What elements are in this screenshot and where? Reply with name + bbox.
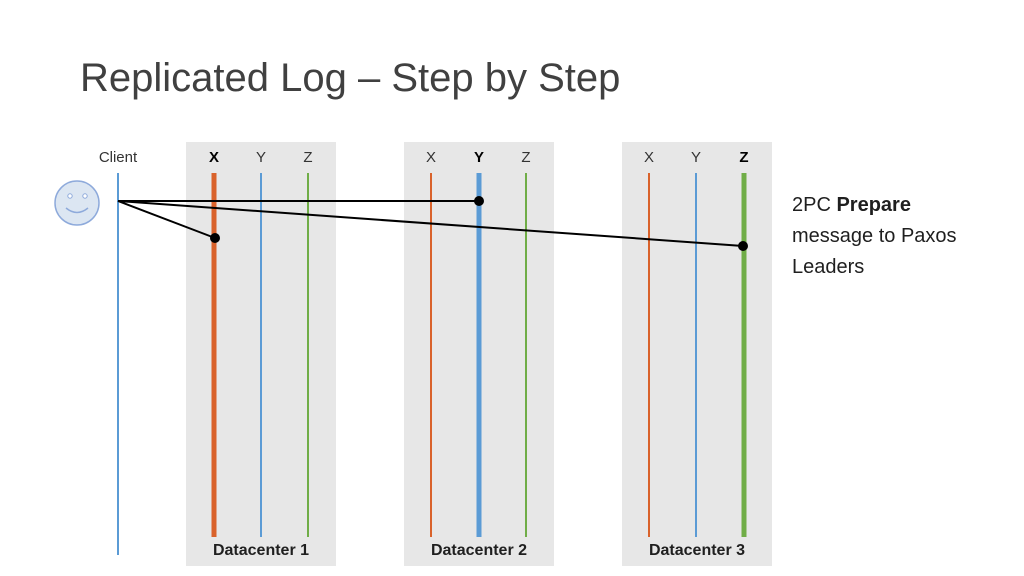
datacenter-2-label: Datacenter 2: [430, 542, 528, 559]
note-prefix: 2PC: [792, 194, 837, 216]
dc1-column-z-label: Z: [303, 149, 313, 166]
dc3-column-z-label: Z: [739, 149, 749, 166]
client-label: Client: [98, 149, 138, 166]
dc3-column-y-label: Y: [690, 149, 701, 166]
message-to-dc3-z: [117, 200, 744, 247]
note-bold-word: Prepare: [836, 194, 911, 216]
note-rest: message to Paxos Leaders: [792, 225, 957, 278]
datacenter-3-label: Datacenter 3: [648, 542, 746, 559]
smiley-face-icon: [54, 180, 100, 226]
dc1-column-y-label: Y: [255, 149, 266, 166]
prepare-note: 2PC Prepare message to Paxos Leaders: [792, 190, 1012, 283]
dc1-column-x-label: X: [208, 149, 219, 166]
dc2-column-x-label: X: [425, 149, 436, 166]
message-to-dc1-x: [117, 200, 216, 239]
datacenter-1-label: Datacenter 1: [212, 542, 310, 559]
dc2-y-receive-dot: [474, 196, 484, 206]
dc2-column-z-label: Z: [521, 149, 531, 166]
dc2-column-y-label: Y: [473, 149, 484, 166]
slide-title: Replicated Log – Step by Step: [80, 56, 621, 100]
dc1-x-receive-dot: [210, 233, 220, 243]
dc3-z-receive-dot: [738, 241, 748, 251]
dc3-column-x-label: X: [643, 149, 654, 166]
